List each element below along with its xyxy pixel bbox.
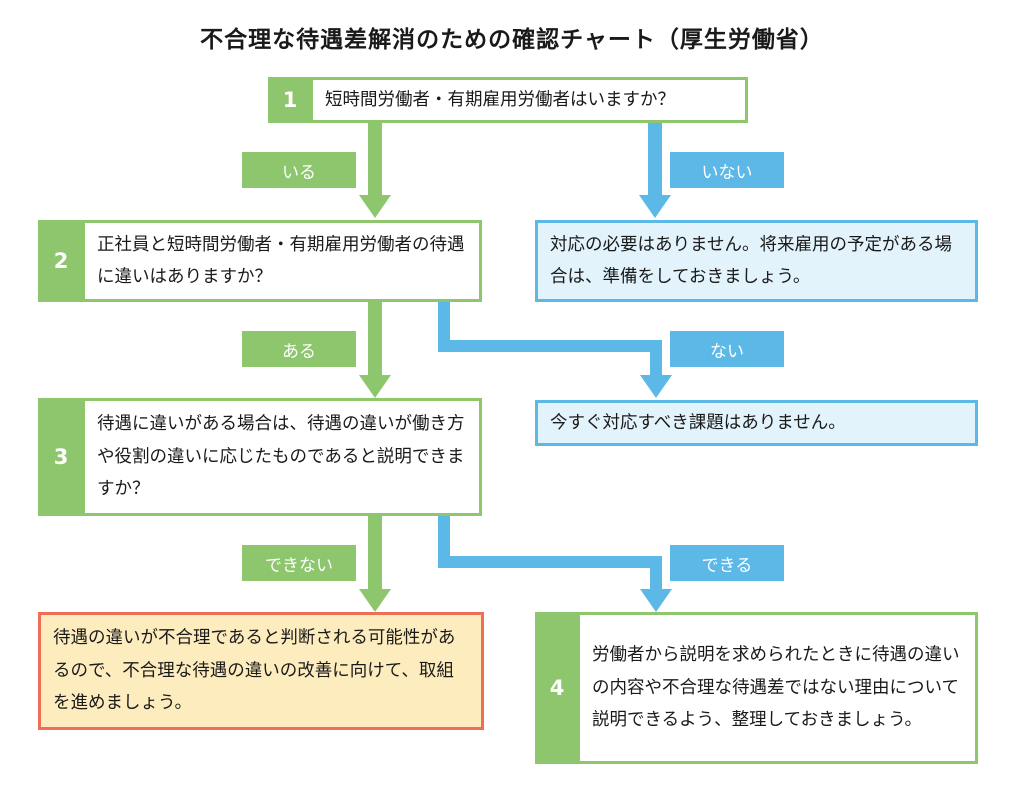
question-2-number: 2 [38, 220, 84, 302]
answer-q1-yes-tag: いる [242, 152, 356, 188]
arrow-q3-to-box4-shaft-v2 [650, 556, 662, 591]
result-no-workers-text: 対応の必要はありません。将来雇用の予定がある場合は、準備をしておきましょう。 [550, 234, 952, 287]
result-cannot-explain-box: 待遇の違いが不合理であると判断される可能性があるので、不合理な待遇の違いの改善に… [38, 612, 484, 730]
question-1-number: 1 [268, 77, 312, 123]
question-1-box: 短時間労働者・有期雇用労働者はいますか？ [310, 77, 748, 123]
question-2-box: 正社員と短時間労働者・有期雇用労働者の待遇に違いはありますか？ [82, 220, 482, 302]
arrow-q3-to-red-head [359, 589, 391, 612]
arrow-q3-to-box4-shaft-h [438, 556, 662, 568]
result-4-number: 4 [535, 612, 579, 764]
answer-q3-yes-tag: できる [670, 545, 784, 581]
arrow-q2-to-blue2-shaft-h [438, 340, 662, 352]
result-no-workers-box: 対応の必要はありません。将来雇用の予定がある場合は、準備をしておきましょう。 [535, 220, 978, 302]
answer-q2-yes-tag: ある [242, 331, 356, 367]
arrow-q1-to-q2-head [359, 195, 391, 218]
result-no-difference-box: 今すぐ対応すべき課題はありません。 [535, 400, 978, 446]
arrow-q1-to-q2-shaft [368, 121, 382, 197]
chart-title: 不合理な待遇差解消のための確認チャート（厚生労働省） [200, 27, 824, 53]
arrow-q1-to-blue1-shaft [648, 121, 662, 197]
question-1-text: 短時間労働者・有期雇用労働者はいますか？ [325, 89, 675, 110]
arrow-q3-to-box4-head [640, 589, 672, 612]
answer-q3-no-tag: できない [242, 545, 356, 581]
arrow-q3-to-box4-shaft-v [438, 515, 450, 567]
question-3-number: 3 [38, 398, 84, 516]
arrow-q1-to-blue1-head [639, 195, 671, 218]
result-can-explain-box: 労働者から説明を求められたときに待遇の違いの内容や不合理な待遇差ではない理由につ… [577, 612, 978, 764]
result-no-difference-text: 今すぐ対応すべき課題はありません。 [550, 412, 846, 433]
blue-arrows [438, 121, 672, 612]
arrow-q2-to-blue2-head [640, 375, 672, 398]
arrow-q3-to-red-shaft [368, 515, 382, 591]
question-3-text: 待遇に違いがある場合は、待遇の違いが働き方や役割の違いに応じたものであると説明で… [97, 414, 465, 500]
result-can-explain-text: 労働者から説明を求められたときに待遇の違いの内容や不合理な待遇差ではない理由につ… [592, 645, 960, 731]
arrow-q2-to-blue2-shaft-v2 [650, 340, 662, 377]
answer-q2-no-tag: ない [670, 331, 784, 367]
green-arrows [359, 121, 391, 612]
arrow-q2-to-q3-head [359, 375, 391, 398]
arrow-q2-to-q3-shaft [368, 301, 382, 377]
answer-q1-no-tag: いない [670, 152, 784, 188]
question-3-box: 待遇に違いがある場合は、待遇の違いが働き方や役割の違いに応じたものであると説明で… [82, 398, 482, 516]
arrow-q2-to-blue2-shaft-v [438, 301, 450, 349]
question-2-text: 正社員と短時間労働者・有期雇用労働者の待遇に違いはありますか？ [97, 234, 465, 287]
result-cannot-explain-text: 待遇の違いが不合理であると判断される可能性があるので、不合理な待遇の違いの改善に… [53, 628, 456, 714]
